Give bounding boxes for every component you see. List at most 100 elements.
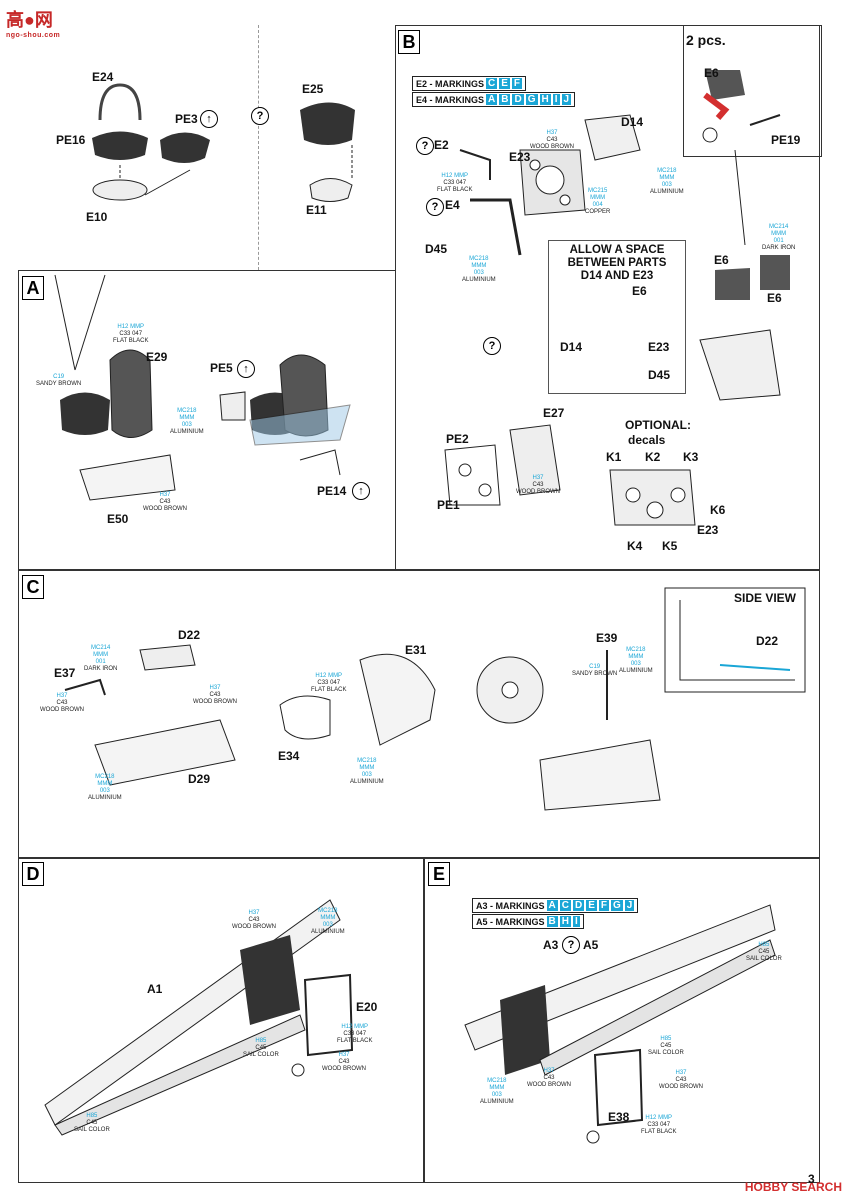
direction-icon-pe5: ↑ bbox=[237, 360, 255, 378]
pcs-label: 2 pcs. bbox=[686, 32, 726, 48]
part-e39: E39 bbox=[596, 631, 618, 645]
part-d22-side: D22 bbox=[756, 634, 779, 648]
part-e20: E20 bbox=[356, 1000, 378, 1014]
part-pe3: PE3 bbox=[175, 112, 198, 126]
part-e11: E11 bbox=[306, 203, 327, 217]
step-a-label: A bbox=[22, 276, 44, 300]
part-e6-right-a: E6 bbox=[714, 253, 729, 267]
part-pe1: PE1 bbox=[437, 498, 460, 512]
step-a-panel bbox=[18, 270, 396, 570]
space-part-d14: D14 bbox=[560, 340, 583, 354]
step-e-panel bbox=[424, 858, 820, 1183]
part-e27: E27 bbox=[543, 406, 565, 420]
question-icon: ? bbox=[251, 107, 269, 125]
part-e29: E29 bbox=[146, 350, 168, 364]
part-e38: E38 bbox=[608, 1110, 630, 1124]
page-number: 3 bbox=[808, 1172, 815, 1186]
part-e4: E4 bbox=[445, 198, 460, 212]
step-b-label: B bbox=[398, 30, 420, 54]
part-e34: E34 bbox=[278, 749, 300, 763]
question-icon-b: ? bbox=[483, 337, 501, 355]
part-e37: E37 bbox=[54, 666, 76, 680]
decal-k4: K4 bbox=[627, 539, 643, 553]
part-a1: A1 bbox=[147, 982, 163, 996]
direction-icon-pe14: ↑ bbox=[352, 482, 370, 500]
pcs-box bbox=[683, 25, 822, 157]
hobby-search-watermark: HOBBY SEARCH bbox=[744, 1180, 842, 1194]
decals-label: decals bbox=[628, 433, 666, 447]
part-e24: E24 bbox=[92, 70, 114, 84]
part-e31: E31 bbox=[405, 643, 427, 657]
part-d14: D14 bbox=[621, 115, 644, 129]
part-e6-top: E6 bbox=[704, 66, 719, 80]
decal-k3: K3 bbox=[683, 450, 699, 464]
step-c-panel bbox=[18, 570, 820, 858]
part-e6-right-b: E6 bbox=[767, 291, 782, 305]
site-logo: 高●网 ngo-shou.com bbox=[6, 10, 61, 39]
part-a5: A5 bbox=[583, 938, 599, 952]
decal-k6: K6 bbox=[710, 503, 726, 517]
part-a3: A3 bbox=[543, 938, 559, 952]
question-icon-e4: ? bbox=[426, 198, 444, 216]
part-d22: D22 bbox=[178, 628, 201, 642]
side-view-label: SIDE VIEW bbox=[734, 591, 797, 605]
direction-icon: ↑ bbox=[200, 110, 218, 128]
part-d29: D29 bbox=[188, 772, 211, 786]
part-d45: D45 bbox=[425, 242, 448, 256]
part-e25: E25 bbox=[302, 82, 324, 96]
decal-e23: E23 bbox=[697, 523, 719, 537]
space-part-e23: E23 bbox=[648, 340, 670, 354]
part-e2: E2 bbox=[434, 138, 449, 152]
part-pe16: PE16 bbox=[56, 133, 86, 147]
top-divider bbox=[258, 25, 259, 270]
space-part-d45: D45 bbox=[648, 368, 671, 382]
step-d-label: D bbox=[22, 862, 44, 886]
step-e-label: E bbox=[428, 862, 450, 886]
part-pe19: PE19 bbox=[771, 133, 801, 147]
step-c-label: C bbox=[22, 575, 44, 599]
decal-k1: K1 bbox=[606, 450, 622, 464]
decal-k2: K2 bbox=[645, 450, 661, 464]
space-note-title: ALLOW A SPACE BETWEEN PARTS D14 AND E23 bbox=[567, 244, 667, 282]
part-pe5: PE5 bbox=[210, 361, 233, 375]
